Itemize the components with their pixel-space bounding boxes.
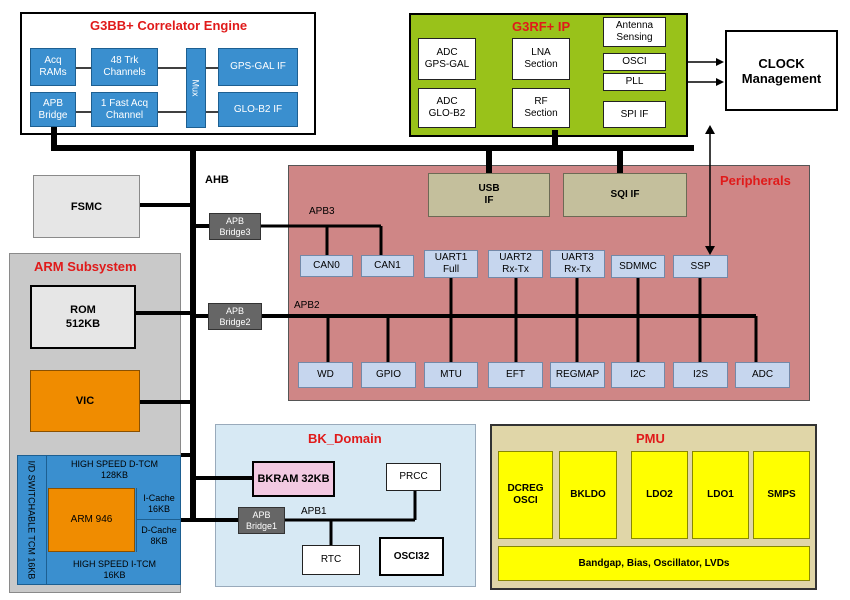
- glo-b2-if: GLO-B2 IF: [218, 92, 298, 127]
- i-cache: I-Cache 16KB: [136, 488, 181, 520]
- clock-management-block: CLOCK Management: [725, 30, 838, 111]
- bandgap-bias-oscillator-lvds: Bandgap, Bias, Oscillator, LVDs: [498, 546, 810, 581]
- lna-section: LNA Section: [512, 38, 570, 80]
- rf-clock-arrow-2-head: [716, 78, 724, 86]
- i2s: I2S: [673, 362, 728, 388]
- sqi-if: SQI IF: [563, 173, 687, 217]
- prcc: PRCC: [386, 463, 441, 491]
- uart2: UART2 Rx-Tx: [488, 250, 543, 278]
- regmap: REGMAP: [550, 362, 605, 388]
- d-cache: D-Cache 8KB: [136, 520, 181, 552]
- sdmmc: SDMMC: [611, 255, 665, 278]
- apb3-label: APB3: [309, 206, 335, 217]
- dcreg-osci: DCREG OSCI: [498, 451, 553, 539]
- apb-bridge3: APB Bridge3: [209, 213, 261, 240]
- apb1-label: APB1: [301, 506, 327, 517]
- wd: WD: [298, 362, 353, 388]
- dtcm: HIGH SPEED D-TCM 128KB: [70, 459, 158, 480]
- mux: Mux: [186, 48, 206, 128]
- itcm: HIGH SPEED I-TCM 16KB: [72, 559, 156, 580]
- adc-glo-b2: ADC GLO-B2: [418, 88, 476, 128]
- rf-title: G3RF+ IP: [512, 19, 571, 34]
- osci: OSCI: [603, 53, 666, 71]
- rtc: RTC: [302, 545, 360, 575]
- arm946-core: ARM 946: [48, 488, 135, 552]
- trk-channels: 48 Trk Channels: [91, 48, 158, 86]
- uart3: UART3 Rx-Tx: [550, 250, 605, 278]
- i2c: I2C: [611, 362, 665, 388]
- correlator-title: G3BB+ Correlator Engine: [90, 18, 248, 33]
- osci32: OSCI32: [379, 537, 444, 576]
- gps-gal-if: GPS-GAL IF: [218, 48, 298, 86]
- rom-block: ROM 512KB: [30, 285, 136, 349]
- eft: EFT: [488, 362, 543, 388]
- bk-title: BK_Domain: [308, 431, 382, 446]
- bkram: BKRAM 32KB: [252, 461, 335, 497]
- vic-block: VIC: [30, 370, 140, 432]
- can0: CAN0: [300, 255, 353, 277]
- apb2-label: APB2: [294, 300, 320, 311]
- spi-arrow-head: [705, 125, 715, 134]
- bkldo: BKLDO: [559, 451, 617, 539]
- uart1: UART1 Full: [424, 250, 478, 278]
- can1: CAN1: [361, 255, 414, 277]
- pll: PLL: [603, 73, 666, 91]
- acq-rams: Acq RAMs: [30, 48, 76, 86]
- ldo2: LDO2: [631, 451, 688, 539]
- apb-bridge1: APB Bridge1: [238, 507, 285, 534]
- switchable-tcm-label: I/D SWITCHABLE TCM 16KB: [26, 460, 37, 580]
- apb-bridge-correlator: APB Bridge: [30, 92, 76, 127]
- adc-gps-gal: ADC GPS-GAL: [418, 38, 476, 80]
- rf-section: RF Section: [512, 88, 570, 128]
- fast-acq-channel: 1 Fast Acq Channel: [91, 92, 158, 127]
- adc: ADC: [735, 362, 790, 388]
- mtu: MTU: [424, 362, 478, 388]
- pmu-title: PMU: [636, 431, 665, 446]
- smps: SMPS: [753, 451, 810, 539]
- ssp: SSP: [673, 255, 728, 278]
- ldo1: LDO1: [692, 451, 749, 539]
- gpio: GPIO: [361, 362, 416, 388]
- fsmc-block: FSMC: [33, 175, 140, 238]
- antenna-sensing: Antenna Sensing: [603, 17, 666, 47]
- ssp-arrow-head: [705, 246, 715, 255]
- mux-label: Mux: [190, 79, 201, 97]
- arm-title: ARM Subsystem: [34, 259, 137, 274]
- switchable-tcm: I/D SWITCHABLE TCM 16KB: [17, 455, 47, 585]
- apb-bridge2: APB Bridge2: [208, 303, 262, 330]
- spi-if: SPI IF: [603, 101, 666, 128]
- usb-if: USB IF: [428, 173, 550, 217]
- rf-clock-arrow-1-head: [716, 58, 724, 66]
- ahb-label: AHB: [205, 174, 229, 186]
- peripherals-title: Peripherals: [720, 173, 791, 188]
